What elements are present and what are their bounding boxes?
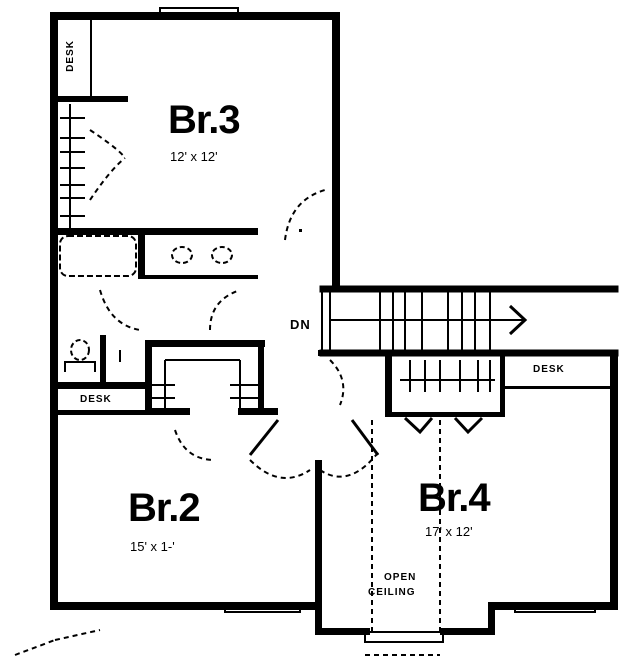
stairs <box>319 285 619 357</box>
bifold-doors <box>248 416 484 456</box>
open-ceiling-line2: CEILING <box>368 587 416 598</box>
desk-label-br2: DESK <box>80 394 112 405</box>
door-swings <box>14 129 441 656</box>
closet-shelving <box>60 104 495 410</box>
desk-label-br4: DESK <box>533 364 565 375</box>
room-name-br4: Br.4 <box>418 476 491 520</box>
windows <box>159 7 596 643</box>
desk-label-br3: DESK <box>65 40 76 72</box>
stairs-down-label: DN <box>290 317 311 332</box>
room-name-br2: Br.2 <box>128 486 201 530</box>
fixtures <box>59 229 302 372</box>
room-name-br3: Br.3 <box>168 98 241 142</box>
room-dimensions-br2: 15' x 1-' <box>130 539 175 554</box>
interior-walls <box>58 20 610 417</box>
room-dimensions-br3: 12' x 12' <box>170 149 218 164</box>
open-ceiling-line1: OPEN <box>384 572 417 583</box>
room-dimensions-br4: 17' x 12' <box>425 524 473 539</box>
